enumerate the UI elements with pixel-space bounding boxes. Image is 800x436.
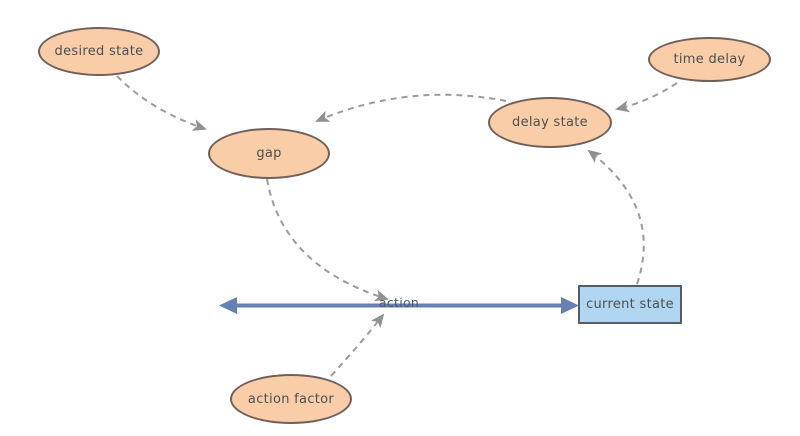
edge-delay-state-to-gap bbox=[315, 93, 507, 122]
edge-gap-to-action bbox=[266, 178, 389, 302]
edge-desired-state-to-gap bbox=[116, 75, 207, 131]
node-desired-state-label: desired state bbox=[54, 44, 144, 59]
node-delay-state-label: delay state bbox=[512, 115, 588, 130]
node-time-delay-label: time delay bbox=[673, 52, 746, 67]
node-action-factor-label: action factor bbox=[247, 391, 335, 407]
edge-action-to-current-state bbox=[219, 297, 579, 314]
node-desired-state[interactable]: desired state bbox=[38, 27, 160, 76]
action-line-left-arrowhead-icon bbox=[219, 297, 237, 314]
node-gap-label: gap bbox=[256, 146, 282, 161]
action-line-right-arrowhead-icon bbox=[561, 297, 579, 314]
node-current-state[interactable]: current state bbox=[578, 285, 682, 324]
node-gap[interactable]: gap bbox=[208, 128, 330, 179]
node-time-delay[interactable]: time delay bbox=[648, 37, 771, 82]
node-delay-state[interactable]: delay state bbox=[488, 97, 612, 148]
edge-current-state-to-delay-state bbox=[587, 149, 645, 285]
node-action-factor[interactable]: action factor bbox=[230, 374, 352, 424]
action-edge-label: action bbox=[378, 295, 420, 310]
edge-action-factor-to-action bbox=[330, 313, 385, 377]
node-current-state-label: current state bbox=[586, 297, 674, 312]
edge-time-delay-to-delay-state bbox=[615, 82, 678, 113]
